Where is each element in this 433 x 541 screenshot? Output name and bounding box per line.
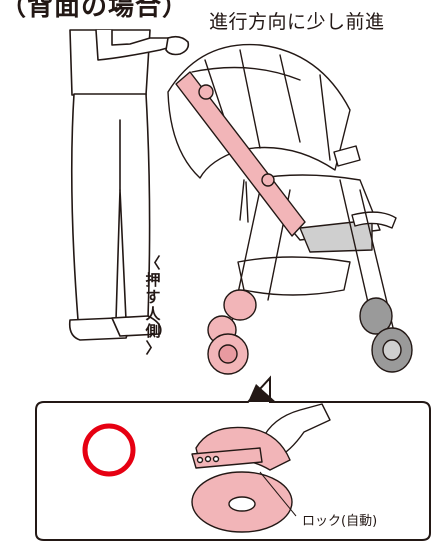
stroller-canopy xyxy=(168,45,350,178)
rear-wheels xyxy=(360,298,412,372)
push-side-label: 〈 押 す 人 側 〉 xyxy=(142,255,164,357)
stroller-basket xyxy=(238,257,350,295)
stroller-strap xyxy=(240,180,248,222)
wheel-hub xyxy=(229,497,255,511)
person-legs xyxy=(72,94,150,320)
direction-note: 進行方向に少し前進 xyxy=(209,7,385,34)
page-heading: （背面の場合） xyxy=(0,0,189,23)
front-wheels xyxy=(208,290,256,374)
person-hand xyxy=(166,37,188,55)
handle-joint xyxy=(199,85,213,99)
person-figure xyxy=(70,30,189,340)
handle-hinge xyxy=(262,174,274,186)
lock-label: ロック(自動) xyxy=(302,510,377,529)
stroller xyxy=(168,45,412,374)
